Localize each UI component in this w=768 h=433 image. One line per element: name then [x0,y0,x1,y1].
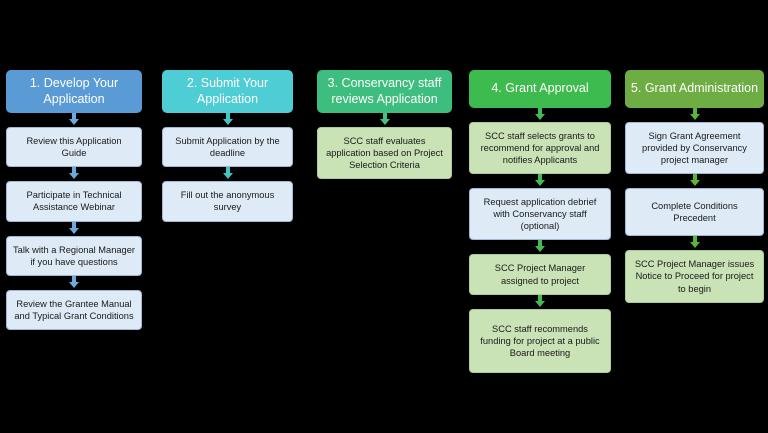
flow-column-grant-administration: 5. Grant Administration Sign Grant Agree… [625,70,764,303]
flow-node: SCC Project Manager assigned to project [469,254,611,295]
connector-arrow [625,108,764,122]
connector-arrow [469,294,611,309]
flow-column-develop-your-application: 1. Develop Your Application Review this … [6,70,142,330]
flow-node: Participate in Technical Assistance Webi… [6,181,142,222]
connector-arrow [162,113,293,127]
connector-arrow [162,167,293,181]
column-header-1: 1. Develop Your Application [6,70,142,114]
flow-node: Review the Grantee Manual and Typical Gr… [6,289,142,330]
flow-node: Talk with a Regional Manager if you have… [6,235,142,276]
flow-node: Sign Grant Agreement provided by Conserv… [625,122,764,175]
flow-node: SCC staff evaluates application based on… [317,127,452,180]
connector-arrow [317,113,452,127]
flow-node: SCC Project Manager issues Notice to Pro… [625,250,764,303]
connector-arrow [469,108,611,122]
flow-column-submit-your-application: 2. Submit Your Application Submit Applic… [162,70,293,222]
column-header-5: 5. Grant Administration [625,70,764,108]
flow-node: Submit Application by the deadline [162,127,293,168]
connector-arrow [6,275,142,290]
column-header-2: 2. Submit Your Application [162,70,293,114]
column-header-3: 3. Conservancy staff reviews Application [317,70,452,114]
flow-column-conservancy-staff-reviews-application: 3. Conservancy staff reviews Application… [317,70,452,180]
flow-node: Complete Conditions Precedent [625,188,764,237]
flow-node: SCC staff recommends funding for project… [469,308,611,373]
connector-arrow [625,174,764,188]
flow-column-grant-approval: 4. Grant Approval SCC staff selects gran… [469,70,611,373]
connector-arrow [6,167,142,181]
flow-node: Review this Application Guide [6,127,142,168]
flow-node: Request application debrief with Conserv… [469,188,611,241]
connector-arrow [6,113,142,127]
flow-node: SCC staff selects grants to recommend fo… [469,122,611,175]
column-header-4: 4. Grant Approval [469,70,611,108]
flow-node: Fill out the anonymous survey [162,181,293,222]
connector-arrow [469,240,611,254]
connector-arrow [6,221,142,236]
connector-arrow [469,174,611,188]
connector-arrow [625,236,764,250]
